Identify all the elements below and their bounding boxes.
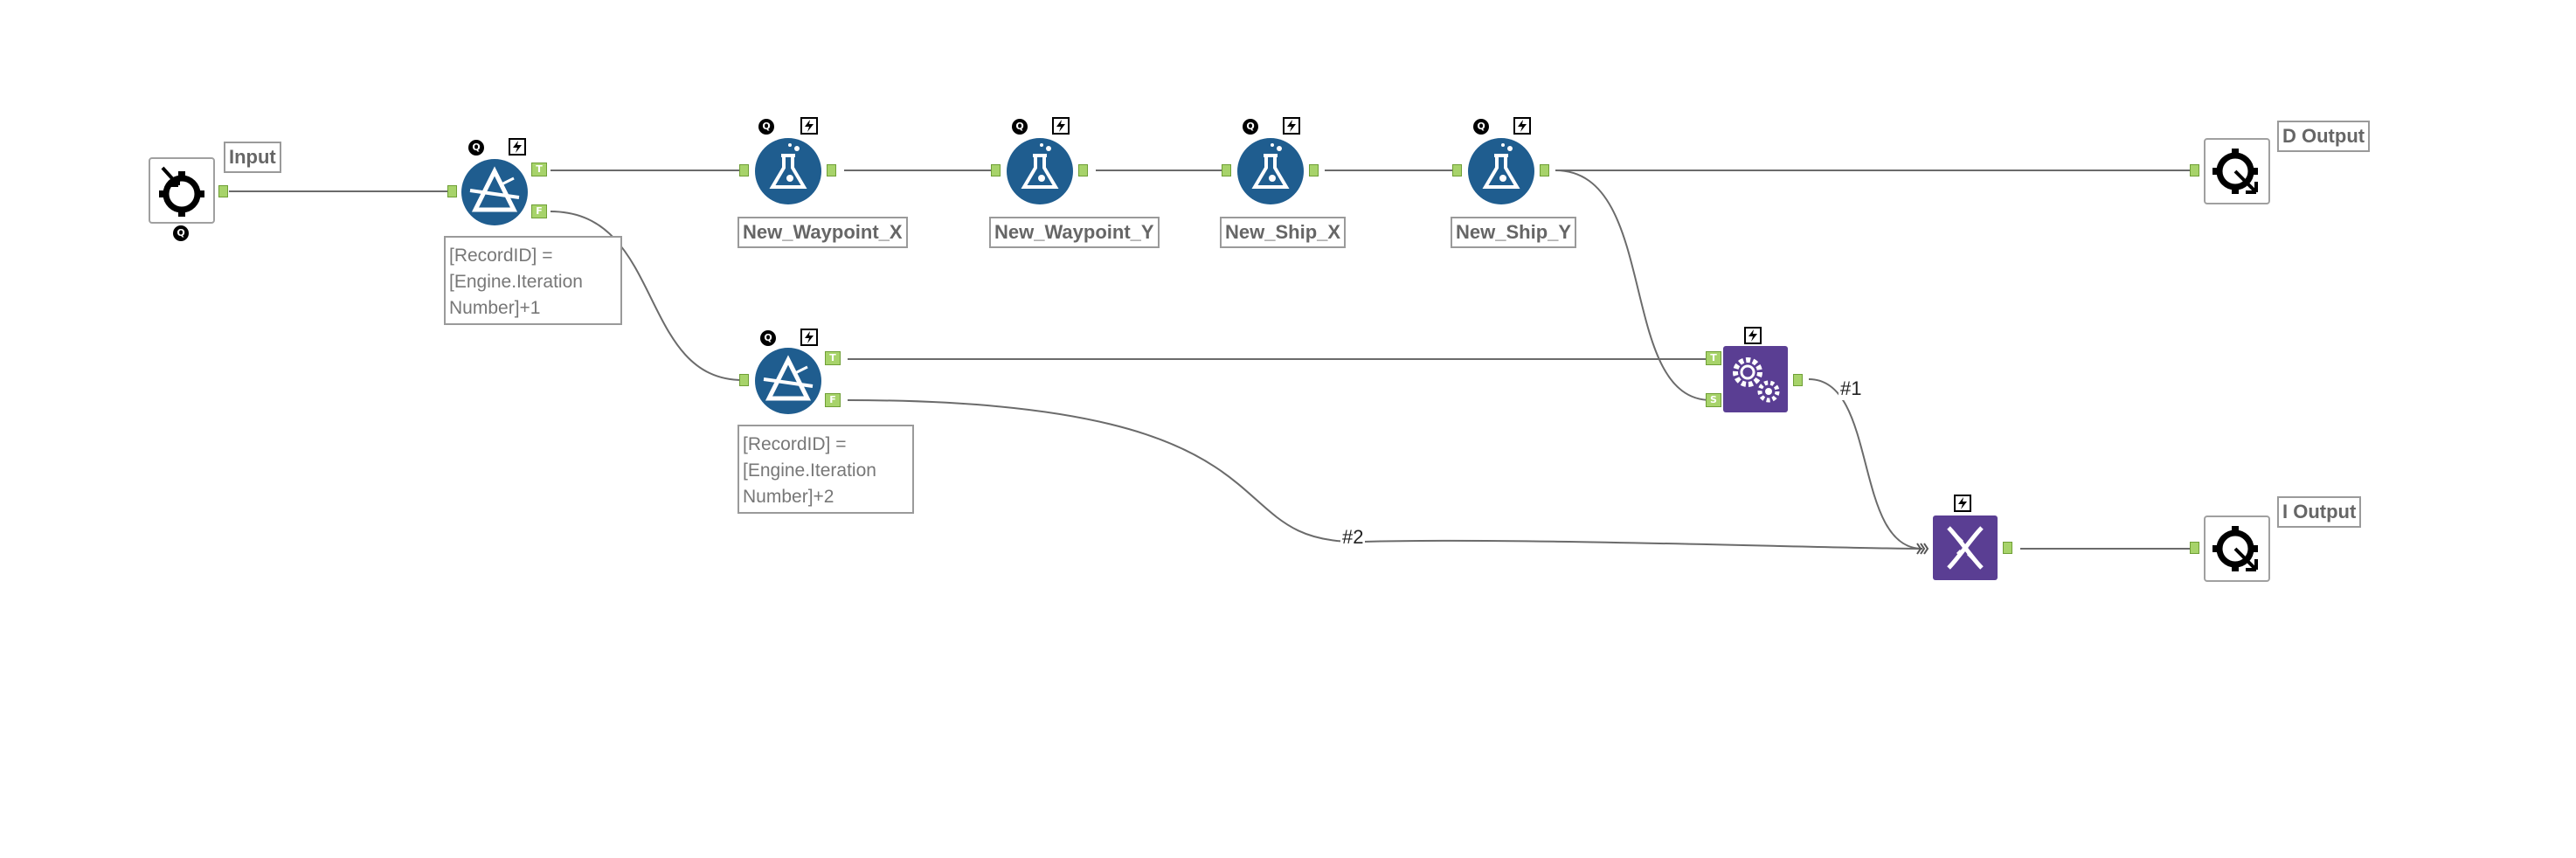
- d-output-tool[interactable]: [2204, 138, 2270, 204]
- filter1-note-line1: [RecordID] =: [449, 246, 553, 266]
- formula1-q-badge: Q: [758, 119, 774, 135]
- wire-formula4-to-macro-s: [1555, 170, 1712, 401]
- filter2-q-badge: Q: [760, 330, 776, 346]
- filter1-note-line2: [Engine.Iteration: [449, 272, 583, 292]
- filter2-input-anchor[interactable]: [739, 374, 749, 386]
- wire-label-2: #2: [1340, 526, 1366, 549]
- wire-label-1: #1: [1839, 377, 1864, 400]
- wire-filter2-false-to-union: [847, 399, 1923, 550]
- filter2-note-line1: [RecordID] =: [743, 434, 847, 454]
- formula3-input-anchor[interactable]: [1222, 164, 1231, 176]
- macro-t-anchor[interactable]: T: [1706, 351, 1721, 365]
- formula-icon: [1251, 143, 1290, 189]
- filter1-note-line3: Number]+1: [449, 298, 541, 318]
- filter-icon: [469, 166, 520, 212]
- macro-output-icon: [2212, 526, 2258, 571]
- filter1-q-badge: Q: [468, 140, 484, 156]
- macro-input-icon: [159, 166, 204, 217]
- filter2-expression-note: [RecordID] = [Engine.Iteration Number]+2: [737, 425, 914, 514]
- macro-s-anchor[interactable]: S: [1706, 393, 1721, 407]
- macro-output-icon: [2212, 149, 2258, 194]
- formula2-output-anchor[interactable]: [1078, 164, 1088, 176]
- filter1-true-anchor[interactable]: T: [531, 163, 547, 176]
- i-output-label: I Output: [2277, 496, 2362, 528]
- formula3-output-anchor[interactable]: [1309, 164, 1319, 176]
- union-lightning-icon: [1954, 495, 1971, 512]
- formula3-label: New_Ship_X: [1220, 217, 1347, 248]
- formula1-lightning-icon: [800, 117, 818, 135]
- formula2-lightning-icon: [1052, 117, 1070, 135]
- dna-icon: [1947, 526, 1984, 570]
- filter1-expression-note: [RecordID] = [Engine.Iteration Number]+1: [444, 236, 622, 325]
- formula1-label: New_Waypoint_X: [737, 217, 908, 248]
- formula1-tool[interactable]: [755, 138, 821, 204]
- formula4-lightning-icon: [1513, 117, 1531, 135]
- wire-filter1-false-to-filter2: [550, 211, 744, 381]
- formula4-q-badge: Q: [1473, 119, 1489, 135]
- i-output-input-anchor[interactable]: [2190, 542, 2199, 554]
- formula4-label: New_Ship_Y: [1451, 217, 1577, 248]
- formula2-q-badge: Q: [1012, 119, 1028, 135]
- formula1-input-anchor[interactable]: [739, 164, 749, 176]
- formula-icon: [1021, 143, 1059, 189]
- formula2-tool[interactable]: [1007, 138, 1073, 204]
- filter2-note-line3: Number]+2: [743, 487, 834, 507]
- formula-icon: [1482, 143, 1520, 189]
- formula4-output-anchor[interactable]: [1540, 164, 1549, 176]
- filter1-tool[interactable]: [461, 159, 528, 225]
- formula-icon: [769, 143, 807, 189]
- formula2-label: New_Waypoint_Y: [989, 217, 1160, 248]
- union-tool[interactable]: [1933, 515, 1998, 580]
- d-output-input-anchor[interactable]: [2190, 164, 2199, 176]
- filter2-true-anchor[interactable]: T: [825, 351, 841, 365]
- union-output-anchor[interactable]: [2003, 542, 2012, 554]
- filter1-input-anchor[interactable]: [447, 185, 457, 197]
- formula3-tool[interactable]: [1237, 138, 1304, 204]
- input-tool[interactable]: [149, 157, 215, 224]
- formula1-output-anchor[interactable]: [827, 164, 836, 176]
- d-output-label: D Output: [2277, 121, 2371, 152]
- i-output-tool[interactable]: [2204, 515, 2270, 582]
- formula4-tool[interactable]: [1468, 138, 1534, 204]
- input-label: Input: [224, 142, 281, 173]
- filter1-lightning-icon: [509, 138, 526, 156]
- filter2-note-line2: [Engine.Iteration: [743, 460, 876, 481]
- formula3-lightning-icon: [1283, 117, 1300, 135]
- filter2-tool[interactable]: [755, 348, 821, 414]
- gears-icon: [1733, 357, 1780, 403]
- macro-tool[interactable]: [1723, 346, 1788, 412]
- macro-output-anchor[interactable]: [1793, 374, 1803, 386]
- filter2-lightning-icon: [800, 329, 818, 346]
- filter-icon: [763, 355, 814, 401]
- input-q-badge: Q: [173, 225, 189, 241]
- formula3-q-badge: Q: [1243, 119, 1258, 135]
- formula4-input-anchor[interactable]: [1452, 164, 1462, 176]
- input-output-anchor[interactable]: [218, 185, 228, 197]
- filter1-false-anchor[interactable]: F: [531, 204, 547, 218]
- formula2-input-anchor[interactable]: [991, 164, 1001, 176]
- macro-lightning-icon: [1744, 327, 1762, 344]
- union-multi-input-anchor[interactable]: [1915, 542, 1929, 556]
- filter2-false-anchor[interactable]: F: [825, 393, 841, 407]
- wire-macro-to-union: [1808, 378, 1923, 550]
